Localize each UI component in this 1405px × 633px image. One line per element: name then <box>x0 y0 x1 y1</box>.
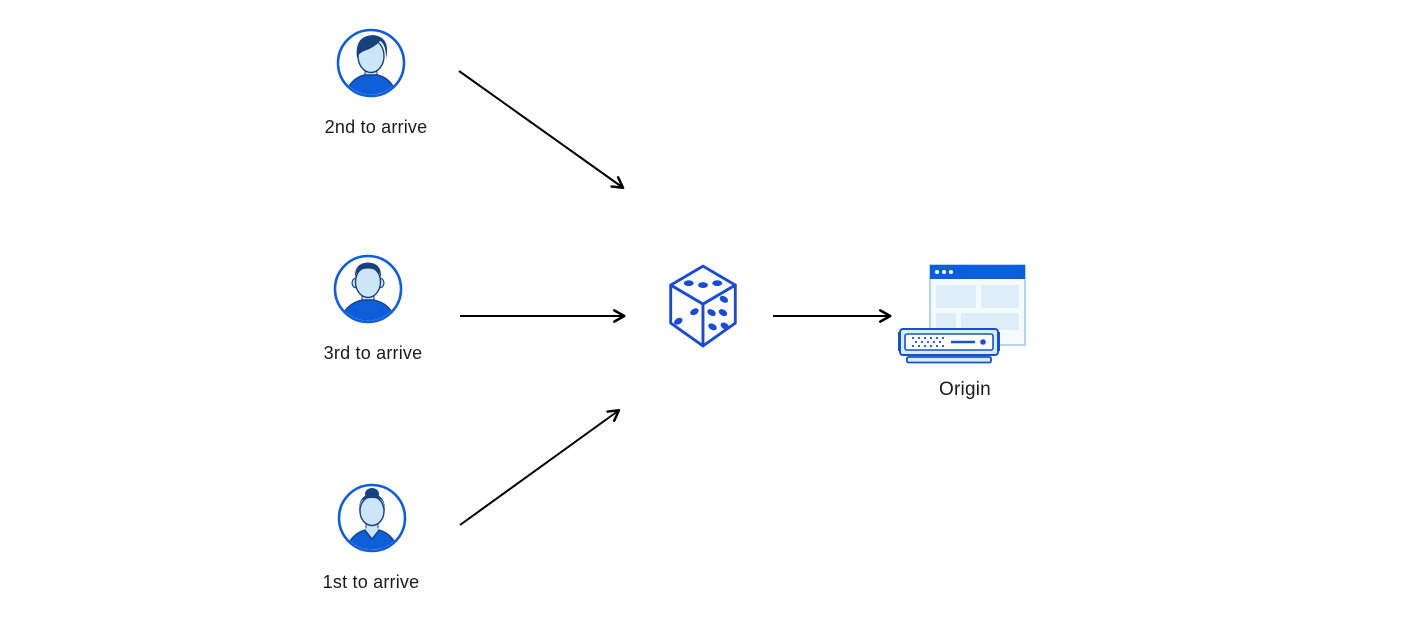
user-first-label: 1st to arrive <box>322 572 420 592</box>
man-swept-hair-avatar-icon <box>336 28 406 98</box>
user-third-label: 3rd to arrive <box>323 343 423 363</box>
user-second-node <box>336 28 406 98</box>
arrow-user-second-to-dice <box>458 70 625 189</box>
origin-server-browser-icon <box>898 264 1026 364</box>
man-flat-hair-avatar-icon <box>333 254 403 324</box>
origin-node <box>895 258 1035 368</box>
user-second-label: 2nd to arrive <box>324 117 428 137</box>
arrow-user-first-to-dice <box>459 409 621 526</box>
dice-icon <box>669 264 737 348</box>
dice-node <box>665 261 741 351</box>
user-first-node <box>337 483 407 553</box>
woman-bun-avatar-icon <box>337 483 407 553</box>
user-third-node <box>333 254 403 324</box>
origin-label: Origin <box>939 379 991 400</box>
